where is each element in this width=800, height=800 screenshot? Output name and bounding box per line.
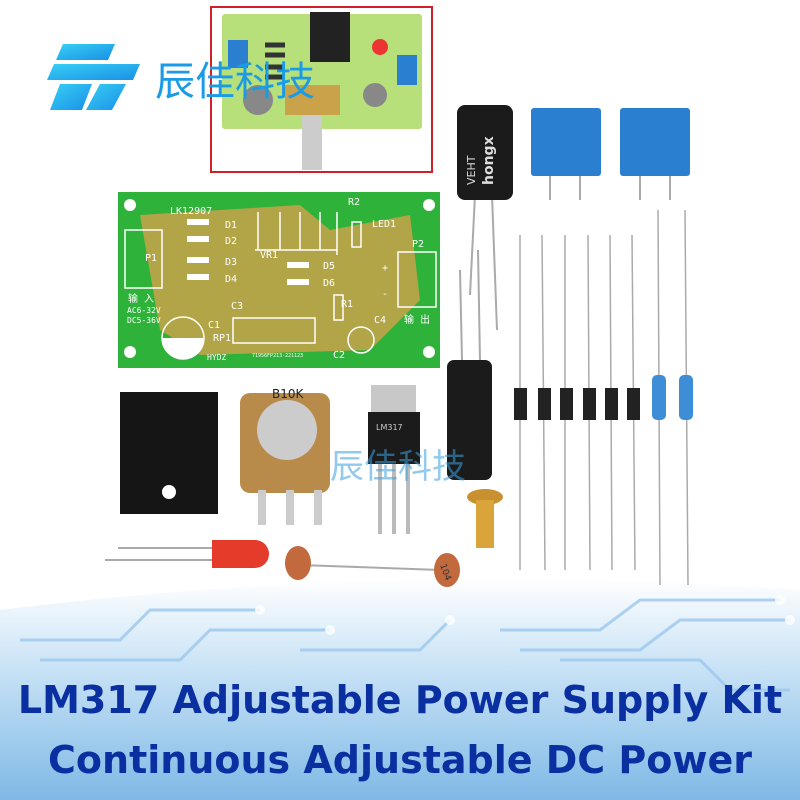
pcb-model-label: LK12907 (170, 206, 212, 217)
label-vr1: VR1 (260, 250, 278, 261)
label-d1: D1 (225, 220, 237, 231)
label-led1: LED1 (372, 219, 396, 230)
brand-watermark: 辰佳科技 (330, 447, 466, 487)
regulator-label: LM317 (376, 423, 403, 432)
red-led (105, 540, 269, 568)
label-dc-range: DC5-36V (127, 316, 161, 325)
label-d2: D2 (225, 236, 237, 247)
brand-name: 辰佳科技 (155, 59, 315, 105)
label-d6: D6 (323, 278, 335, 289)
electrolytic-capacitor-large: hongx VEHT (457, 105, 513, 331)
assembled-board-photo (210, 6, 433, 173)
label-output: 输 出 (404, 313, 430, 326)
label-hydz: HYDZ (207, 353, 226, 362)
label-c3: C3 (231, 301, 243, 312)
diodes-and-resistors (514, 209, 693, 586)
screw-terminal-blocks (531, 108, 690, 200)
label-plus: + (382, 263, 388, 274)
label-d3: D3 (225, 257, 237, 268)
label-r1: R1 (341, 299, 353, 310)
label-minus: - (382, 289, 388, 300)
banner-title-line-1: LM317 Adjustable Power Supply Kit (17, 678, 783, 722)
label-rp1: RP1 (213, 333, 231, 344)
circuit-background (0, 578, 800, 800)
pcb-board: LK12907 D1 D2 D3 D4 D5 D6 P1 P2 VR1 R1 R… (118, 192, 440, 368)
label-d5: D5 (323, 261, 335, 272)
screw (467, 489, 503, 548)
potentiometer: B10K (240, 387, 330, 525)
label-board-code: 71956FP213-221123 (252, 353, 303, 359)
label-p2: P2 (412, 239, 424, 250)
label-ac-range: AC6-32V (127, 306, 161, 315)
label-r2: R2 (348, 197, 360, 208)
capacitor-brand-label: hongx (481, 136, 497, 185)
ceramic-capacitor: 104 (285, 546, 460, 587)
lm317-regulator: LM317 (368, 385, 420, 534)
banner-title-line-2: Continuous Adjustable DC Power (48, 738, 752, 782)
brand-logo-icon (47, 44, 140, 110)
pcb-silkscreen-labels: LK12907 D1 D2 D3 D4 D5 D6 P1 P2 VR1 R1 R… (127, 197, 430, 362)
label-d4: D4 (225, 274, 237, 285)
label-c1: C1 (208, 320, 220, 331)
capacitor-series-label: VEHT (465, 155, 478, 185)
label-c4: C4 (374, 315, 386, 326)
label-p1: P1 (145, 253, 157, 264)
potentiometer-label: B10K (272, 387, 305, 401)
label-input: 输 入 (128, 292, 154, 305)
label-c2: C2 (333, 350, 345, 361)
electrolytic-capacitor-small (447, 249, 492, 480)
